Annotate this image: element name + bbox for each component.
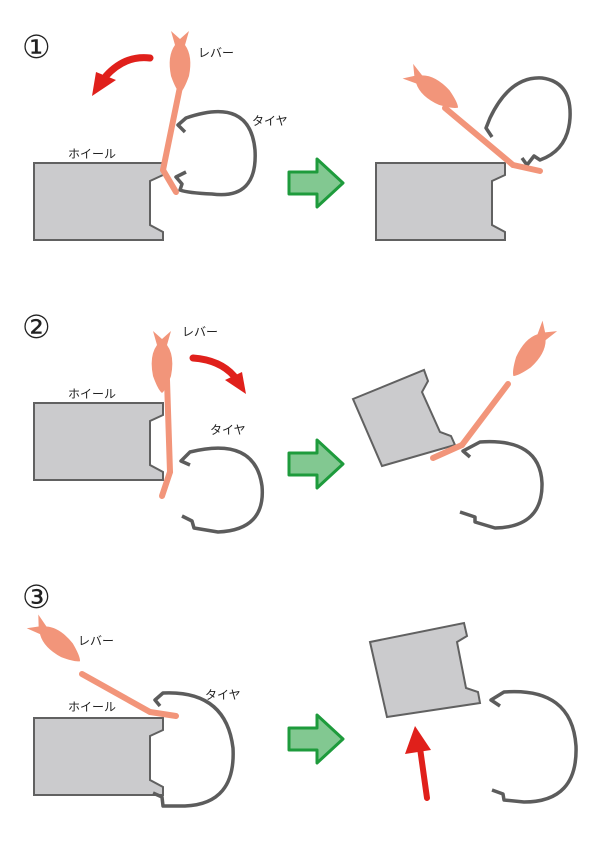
- wheel-rim: [33, 717, 164, 796]
- tire-label: タイヤ: [210, 423, 246, 437]
- wheel-label: ホイール: [68, 700, 116, 714]
- right-arrow-icon: [287, 157, 345, 209]
- up-arrow-icon: [405, 726, 431, 801]
- lever-label: レバー: [198, 46, 234, 60]
- wheel-label: ホイール: [68, 387, 116, 401]
- tire: [174, 109, 257, 197]
- tire-lever: [25, 613, 179, 719]
- lever-label: レバー: [78, 634, 114, 648]
- tire: [179, 446, 265, 534]
- tire-lever: [160, 31, 191, 195]
- tire-lever: [430, 319, 559, 461]
- wheel-rim: [368, 621, 482, 719]
- wheel-rim: [33, 162, 164, 241]
- lever-label: レバー: [182, 325, 218, 339]
- step-1: ① ホイール タイヤ レバー: [22, 28, 572, 241]
- wheel-rim: [33, 402, 164, 481]
- curved-arrow-icon: [189, 354, 246, 394]
- tire-lever: [151, 331, 173, 499]
- wheel-rim: [375, 162, 506, 241]
- tire-label: タイヤ: [252, 114, 288, 128]
- wheel-rim: [351, 368, 457, 468]
- tire-label: タイヤ: [205, 688, 241, 702]
- right-arrow-icon: [287, 438, 345, 490]
- tire: [152, 691, 235, 808]
- step-number: ③: [22, 578, 51, 616]
- step-3: ③ ホイール タイヤ レバー: [22, 578, 578, 808]
- curved-arrow-icon: [92, 54, 154, 96]
- tire: [484, 76, 572, 167]
- wheel-label: ホイール: [68, 147, 116, 161]
- step-number: ②: [22, 308, 51, 346]
- tire: [459, 439, 544, 530]
- step-number: ①: [22, 28, 51, 66]
- right-arrow-icon: [287, 713, 345, 765]
- tire-lever: [401, 62, 543, 174]
- step-2: ② レバー ホイール タイヤ: [22, 308, 559, 534]
- tire: [489, 689, 578, 804]
